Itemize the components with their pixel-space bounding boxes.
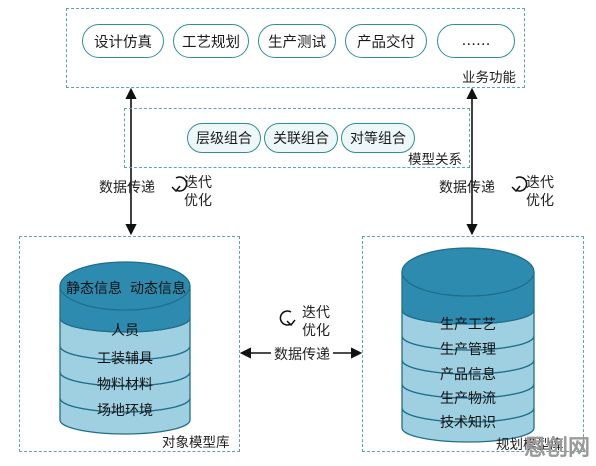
watermark-logo: 恩创网: [523, 436, 590, 461]
object-model-cylinder: [59, 261, 191, 435]
business-item-process-planning: 工艺规划: [173, 24, 249, 58]
planning-model-library-label: 规划模型库: [496, 437, 564, 453]
relation-hierarchical: 层级组合: [187, 123, 261, 153]
cycle-icon-left: [171, 176, 188, 193]
middle-data-transfer-label: 数据传递: [271, 344, 333, 364]
middle-iterate-label: 迭代: [302, 305, 330, 321]
left-data-transfer-label: 数据传递: [99, 180, 155, 196]
business-item-production-test: 生产测试: [258, 24, 336, 58]
model-relations-label: 模型关系: [408, 152, 462, 168]
planning-layer-technical-knowledge: 技术知识: [440, 415, 496, 431]
business-functions-label: 业务功能: [462, 70, 516, 86]
object-layer-site-environment: 场地环境: [97, 403, 153, 419]
relation-associative: 关联组合: [264, 123, 338, 153]
business-item-ellipsis: ……: [437, 24, 515, 58]
left-optimize-label: 优化: [184, 193, 212, 209]
middle-optimize-label: 优化: [302, 323, 330, 339]
static-info-label: 静态信息: [66, 281, 122, 297]
right-iterate-label: 迭代: [526, 175, 554, 191]
right-optimize-label: 优化: [526, 193, 554, 209]
planning-model-library-box: [362, 236, 584, 452]
model-relations-box: [124, 108, 470, 168]
cyl-top: [59, 261, 191, 311]
planning-layer-product-info: 产品信息: [440, 367, 496, 383]
planning-layer-production-management: 生产管理: [440, 342, 496, 358]
business-item-design-simulation: 设计仿真: [82, 24, 164, 58]
business-functions-box: [66, 8, 525, 88]
business-item-product-delivery: 产品交付: [345, 24, 427, 58]
dynamic-info-label: 动态信息: [130, 281, 186, 297]
right-data-transfer-label: 数据传递: [439, 180, 495, 196]
object-layer-personnel: 人员: [111, 323, 139, 339]
cycle-icon-right: [511, 176, 528, 193]
cyl2-top: [401, 247, 535, 297]
object-model-library-label: 对象模型库: [162, 435, 230, 451]
planning-layer-production-process: 生产工艺: [440, 317, 496, 333]
cycle-icon-middle: [279, 310, 296, 327]
object-layer-tooling: 工装辅具: [97, 351, 153, 367]
object-layer-materials: 物料材料: [97, 377, 153, 393]
planning-model-cylinder: [401, 247, 535, 443]
relation-peer: 对等组合: [341, 123, 415, 153]
left-iterate-label: 迭代: [184, 175, 212, 191]
object-model-library-box: [19, 236, 240, 452]
planning-layer-production-logistics: 生产物流: [440, 391, 496, 407]
